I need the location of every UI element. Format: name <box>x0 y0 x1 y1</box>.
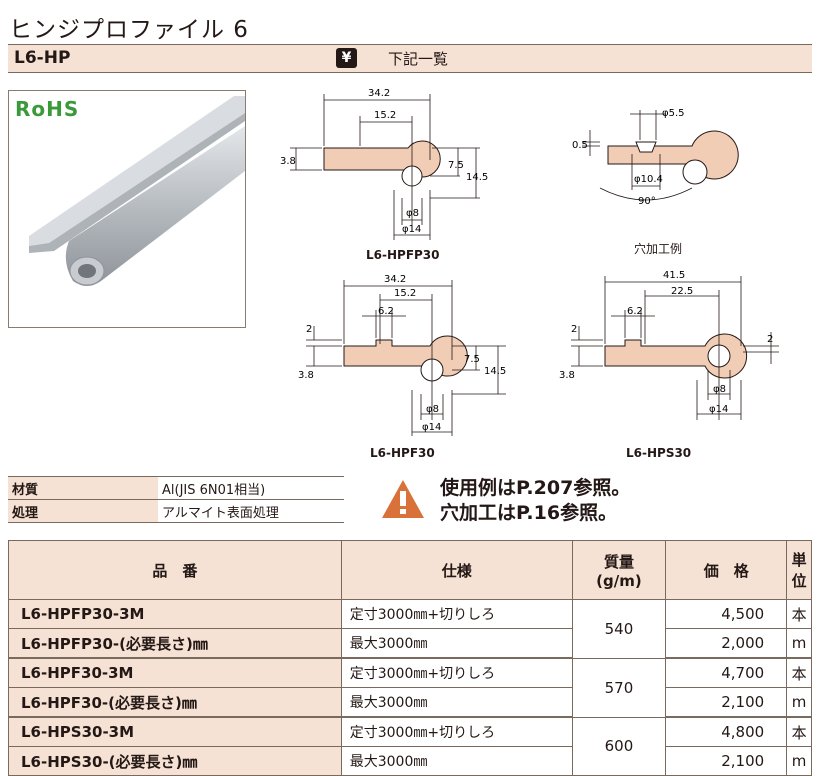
table-row: L6-HPS30-3M 定寸3000㎜+切りしろ 600 4,800 本 <box>8 716 812 776</box>
dim-thickness: 3.8 <box>559 370 575 381</box>
product-photo: RoHS <box>8 90 246 328</box>
spec: 最大3000㎜ <box>340 628 573 659</box>
price: 2,000 <box>665 628 788 659</box>
dim-thickness: 3.8 <box>280 156 296 167</box>
drawing-hpfp30: 34.2 15.2 3.8 7.5 14.5 φ8 φ14 <box>280 88 488 240</box>
note-usage: 使用例はP.207参照。 <box>440 477 631 499</box>
profile-rail-image <box>29 96 245 286</box>
drawing-hps30: 41.5 22.5 6.2 2 2 3.8 φ8 φ14 <box>559 270 779 420</box>
table-row: L6-HPF30-3M 定寸3000㎜+切りしろ 570 4,700 本 <box>8 657 812 718</box>
dim-angle: 90° <box>638 196 656 207</box>
table-row: L6-HPF30-(必要長さ)㎜ 最大3000㎜ 2,100 m <box>8 687 812 718</box>
dim-countersink: φ10.4 <box>634 174 663 185</box>
weight: 540 <box>571 599 667 659</box>
treatment-row: 処理 アルマイト表面処理 <box>8 499 344 523</box>
part-number: L6-HPS30-(必要長さ)㎜ <box>8 746 342 776</box>
notes: 使用例はP.207参照。 穴加工はP.16参照。 <box>440 476 630 526</box>
dim-slot: 6.2 <box>378 306 394 317</box>
unit: 本 <box>786 599 812 629</box>
drawing-label-hpfp30: L6-HPFP30 <box>366 248 440 262</box>
unit: m <box>786 746 812 776</box>
dim-width: 41.5 <box>663 270 685 281</box>
drawing-label-hole: 穴加工例 <box>634 242 683 256</box>
dim-outer: φ14 <box>709 404 728 415</box>
material-table: 材質 Al(JIS 6N01相当) 処理 アルマイト表面処理 <box>8 476 344 523</box>
drawing-hole-example: φ5.5 0.5 φ10.4 90° <box>572 108 739 207</box>
table-row: L6-HPFP30-3M 定寸3000㎜+切りしろ 540 4,500 本 <box>8 599 812 659</box>
material-key: 材質 <box>8 476 158 500</box>
unit: m <box>786 628 812 659</box>
page-title: ヒンジプロファイル 6 <box>9 17 249 43</box>
header-spec: 仕様 <box>340 540 573 600</box>
dim-width: 34.2 <box>368 88 390 99</box>
price-list-label: 下記一覧 <box>388 50 449 68</box>
dim-thickness: 3.8 <box>298 370 314 381</box>
spec: 最大3000㎜ <box>340 746 573 776</box>
yen-icon: ¥ <box>336 48 357 68</box>
dim-slot: 6.2 <box>627 306 643 317</box>
price: 2,100 <box>665 746 788 776</box>
treatment-value: アルマイト表面処理 <box>162 505 279 521</box>
price: 2,100 <box>665 687 788 718</box>
warning-icon <box>382 480 424 518</box>
part-number: L6-HPF30-3M <box>8 657 342 688</box>
part-number: L6-HPFP30-(必要長さ)㎜ <box>8 628 342 659</box>
header-part: 品 番 <box>8 540 342 600</box>
part-number: L6-HPS30-3M <box>8 716 342 747</box>
dim-height: 14.5 <box>484 366 506 377</box>
spec: 最大3000㎜ <box>340 687 573 718</box>
drawing-hpf30: 34.2 15.2 6.2 2 3.8 7.5 14.5 φ8 φ14 <box>298 274 506 436</box>
material-row: 材質 Al(JIS 6N01相当) <box>8 476 344 500</box>
rohs-logo: RoHS <box>15 97 80 121</box>
weight: 570 <box>571 657 667 718</box>
header-price: 価 格 <box>665 540 788 600</box>
spec-table: 品 番 仕様 質量(g/m) 価 格 単位 L6-HPFP30-3M 定寸300… <box>8 540 812 776</box>
dim-step: 2 <box>306 324 312 335</box>
dim-depth: 0.5 <box>572 140 588 151</box>
dim-offset: 22.5 <box>671 286 693 297</box>
spec: 定寸3000㎜+切りしろ <box>340 716 573 747</box>
dim-step: 2 <box>571 324 577 335</box>
unit: m <box>786 687 812 718</box>
dim-bore: φ8 <box>406 208 419 219</box>
spec: 定寸3000㎜+切りしろ <box>340 657 573 688</box>
price: 4,500 <box>665 599 788 629</box>
part-number: L6-HPFP30-3M <box>8 599 342 629</box>
treatment-key: 処理 <box>8 499 158 523</box>
note-hole: 穴加工はP.16参照。 <box>440 502 618 524</box>
table-row: L6-HPS30-(必要長さ)㎜ 最大3000㎜ 2,100 m <box>8 746 812 776</box>
dim-width: 34.2 <box>384 274 406 285</box>
dim-bore: φ8 <box>426 404 439 415</box>
product-code: L6-HP <box>14 48 71 68</box>
dim-knuckle-gap: 2 <box>767 334 773 345</box>
spec-header-row: 品 番 仕様 質量(g/m) 価 格 単位 <box>8 540 812 600</box>
dim-outer: φ14 <box>422 422 441 433</box>
material-value: Al(JIS 6N01相当) <box>162 482 266 498</box>
weight: 600 <box>571 716 667 776</box>
drawing-label-hps30: L6-HPS30 <box>626 446 692 460</box>
spec: 定寸3000㎜+切りしろ <box>340 599 573 629</box>
unit: 本 <box>786 716 812 747</box>
table-row: L6-HPFP30-(必要長さ)㎜ 最大3000㎜ 2,000 m <box>8 628 812 659</box>
dim-bore: φ8 <box>713 384 726 395</box>
dim-outer: φ14 <box>402 224 421 235</box>
header-weight: 質量(g/m) <box>571 540 667 600</box>
part-number: L6-HPF30-(必要長さ)㎜ <box>8 687 342 718</box>
dim-offset: 15.2 <box>374 110 396 121</box>
dim-offset: 15.2 <box>394 288 416 299</box>
product-code-bar: L6-HP ¥ 下記一覧 <box>8 44 812 73</box>
dim-hole: φ5.5 <box>662 108 685 119</box>
dim-center: 7.5 <box>464 354 480 365</box>
price: 4,800 <box>665 716 788 747</box>
price: 4,700 <box>665 657 788 688</box>
unit: 本 <box>786 657 812 688</box>
header-unit: 単位 <box>786 540 812 600</box>
drawing-label-hpf30: L6-HPF30 <box>370 446 435 460</box>
dim-height: 14.5 <box>466 172 488 183</box>
dim-center: 7.5 <box>448 160 464 171</box>
